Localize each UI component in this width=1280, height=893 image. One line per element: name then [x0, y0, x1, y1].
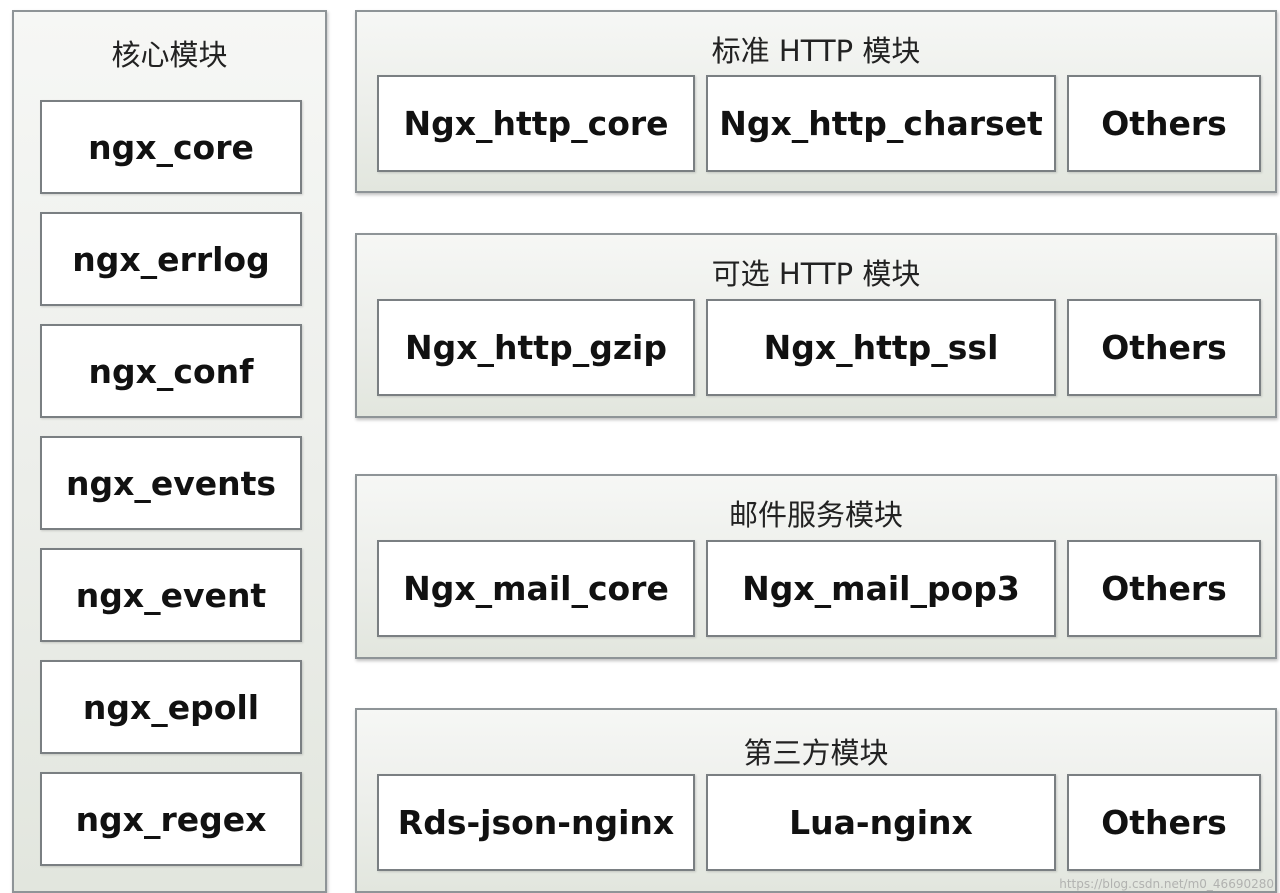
third-party-modules-panel: 第三方模块 Rds-json-nginx Lua-nginx Others — [355, 708, 1277, 893]
module-box-others: Others — [1067, 299, 1261, 396]
module-box-ngx-http-charset: Ngx_http_charset — [706, 75, 1056, 172]
standard-http-modules-title: 标准 HTTP 模块 — [711, 34, 921, 68]
module-box-ngx-mail-pop3: Ngx_mail_pop3 — [706, 540, 1056, 637]
third-party-modules-title: 第三方模块 — [743, 736, 889, 770]
module-box-ngx-events: ngx_events — [40, 436, 302, 530]
module-box-others: Others — [1067, 540, 1261, 637]
module-box-ngx-epoll: ngx_epoll — [40, 660, 302, 754]
optional-http-modules-panel: 可选 HTTP 模块 Ngx_http_gzip Ngx_http_ssl Ot… — [355, 233, 1277, 418]
watermark-url: https://blog.csdn.net/m0_46690280 — [1059, 877, 1274, 891]
module-box-ngx-core: ngx_core — [40, 100, 302, 194]
module-box-others: Others — [1067, 774, 1261, 871]
module-box-ngx-http-gzip: Ngx_http_gzip — [377, 299, 695, 396]
module-box-ngx-conf: ngx_conf — [40, 324, 302, 418]
module-box-others: Others — [1067, 75, 1261, 172]
module-box-ngx-http-ssl: Ngx_http_ssl — [706, 299, 1056, 396]
mail-service-modules-title: 邮件服务模块 — [728, 498, 903, 532]
module-box-ngx-http-core: Ngx_http_core — [377, 75, 695, 172]
mail-service-modules-panel: 邮件服务模块 Ngx_mail_core Ngx_mail_pop3 Other… — [355, 474, 1277, 659]
module-box-ngx-mail-core: Ngx_mail_core — [377, 540, 695, 637]
module-box-ngx-errlog: ngx_errlog — [40, 212, 302, 306]
module-box-ngx-event: ngx_event — [40, 548, 302, 642]
standard-http-modules-panel: 标准 HTTP 模块 Ngx_http_core Ngx_http_charse… — [355, 10, 1277, 193]
core-modules-title: 核心模块 — [111, 38, 228, 72]
module-box-rds-json-nginx: Rds-json-nginx — [377, 774, 695, 871]
module-box-ngx-regex: ngx_regex — [40, 772, 302, 866]
core-modules-panel: 核心模块 ngx_core ngx_errlog ngx_conf ngx_ev… — [12, 10, 327, 893]
module-box-lua-nginx: Lua-nginx — [706, 774, 1056, 871]
optional-http-modules-title: 可选 HTTP 模块 — [711, 257, 921, 291]
